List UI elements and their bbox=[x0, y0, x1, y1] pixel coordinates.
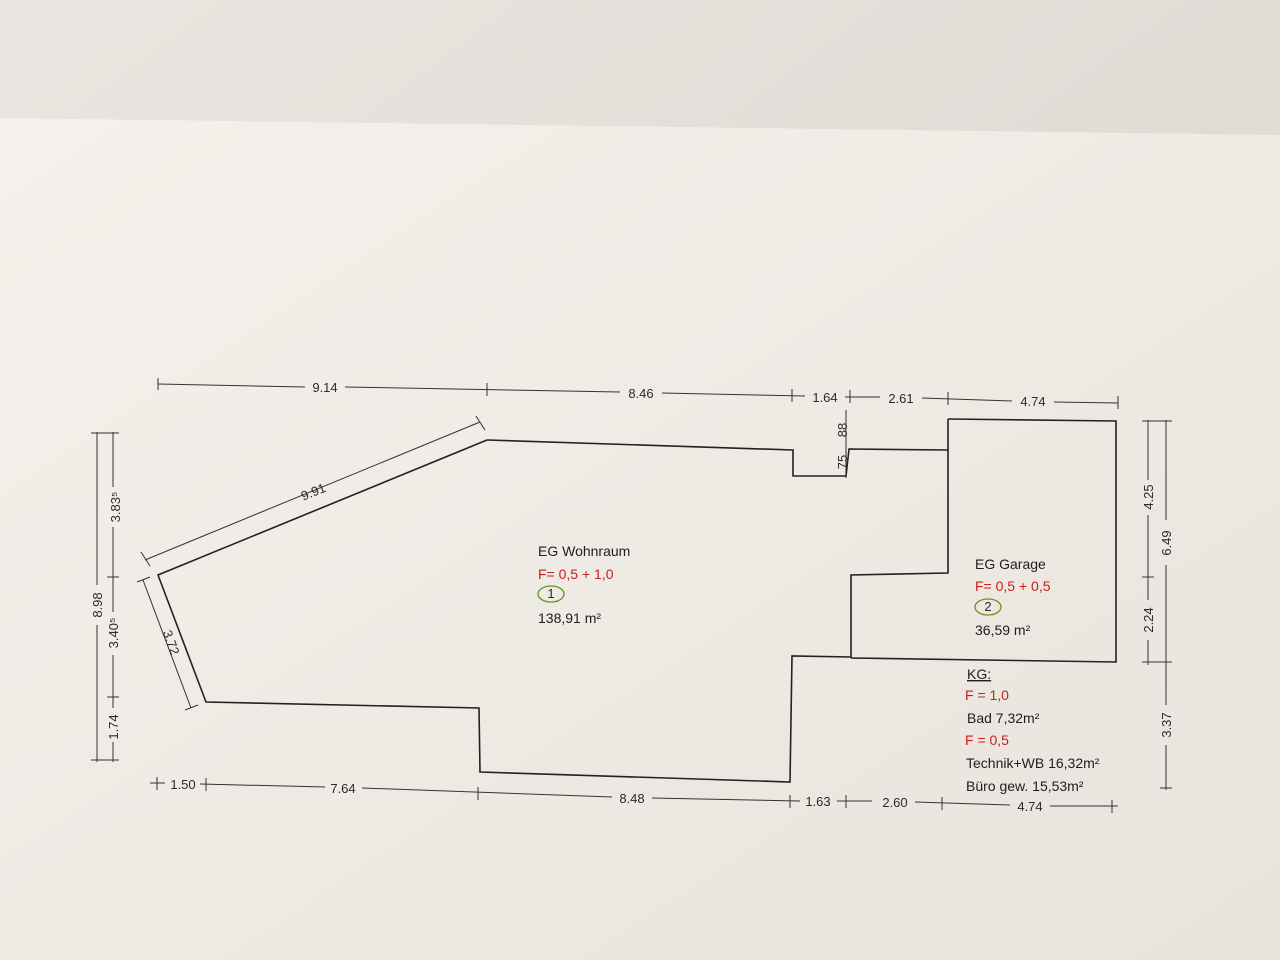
room-number-circle bbox=[537, 585, 565, 603]
dim-top-2: 8.46 bbox=[628, 386, 653, 401]
kg-buero: Büro gew. 15,53m² bbox=[966, 778, 1084, 794]
kg-factor-2: F = 0,5 bbox=[965, 732, 1009, 748]
room-wohnraum-area: 138,91 m² bbox=[538, 610, 601, 626]
dim-bottom-5: 2.60 bbox=[882, 795, 907, 810]
dim-left-3: 1.74 bbox=[106, 714, 121, 739]
step-dimensions: 75 88 bbox=[835, 410, 850, 478]
left-dimension-lines: 3.83⁵ 3.40⁵ 1.74 8.98 bbox=[90, 432, 123, 762]
room-garage-area: 36,59 m² bbox=[975, 622, 1031, 638]
room-wohnraum-number: 1 bbox=[547, 586, 554, 601]
kg-info: KG: F = 1,0 Bad 7,32m² F = 0,5 Technik+W… bbox=[965, 666, 1100, 794]
dim-bottom-3: 8.48 bbox=[619, 791, 644, 806]
dim-left-2: 3.40⁵ bbox=[106, 618, 121, 649]
room-garage-name: EG Garage bbox=[975, 556, 1046, 572]
dim-top-5: 4.74 bbox=[1020, 394, 1045, 409]
room-wohnraum-name: EG Wohnraum bbox=[538, 543, 630, 559]
kg-factor-1: F = 1,0 bbox=[965, 687, 1009, 703]
dim-left-total: 8.98 bbox=[90, 592, 105, 617]
kg-title: KG: bbox=[967, 666, 991, 682]
dim-right-2: 2.24 bbox=[1141, 607, 1156, 632]
kg-bad: Bad 7,32m² bbox=[967, 710, 1040, 726]
dim-right-kg: 3.37 bbox=[1159, 712, 1174, 737]
room-wohnraum: EG Wohnraum F= 0,5 + 1,0 1 138,91 m² bbox=[537, 543, 630, 626]
dim-top-4: 2.61 bbox=[888, 391, 913, 406]
room-number-circle bbox=[974, 598, 1002, 616]
bottom-dimension-line: 1.50 7.64 8.48 1.63 2.60 4.74 bbox=[150, 777, 1118, 814]
dim-diagonal-long: 9.91 bbox=[299, 480, 328, 503]
dim-left-1: 3.83⁵ bbox=[108, 492, 123, 523]
room-garage: EG Garage F= 0,5 + 0,5 2 36,59 m² bbox=[974, 556, 1051, 638]
top-dimension-line: 9.14 8.46 1.64 2.61 4.74 bbox=[157, 378, 1119, 409]
dim-step-88: 88 bbox=[835, 423, 850, 437]
dim-top-1: 9.14 bbox=[312, 380, 337, 395]
dim-bottom-4: 1.63 bbox=[805, 794, 830, 809]
dim-top-3: 1.64 bbox=[812, 390, 837, 405]
dim-right-1: 4.25 bbox=[1141, 484, 1156, 509]
building-outline bbox=[156, 418, 1117, 783]
room-garage-factor: F= 0,5 + 0,5 bbox=[975, 578, 1051, 594]
room-wohnraum-factor: F= 0,5 + 1,0 bbox=[538, 566, 614, 582]
dim-right-total: 6.49 bbox=[1159, 530, 1174, 555]
dim-bottom-2: 7.64 bbox=[330, 781, 355, 796]
dim-step-75: 75 bbox=[835, 455, 850, 469]
dim-bottom-1: 1.50 bbox=[170, 777, 195, 792]
kg-technik: Technik+WB 16,32m² bbox=[966, 755, 1100, 771]
right-dimension-lines: 4.25 2.24 6.49 3.37 bbox=[1141, 420, 1174, 790]
dim-bottom-6: 4.74 bbox=[1017, 799, 1042, 814]
room-garage-number: 2 bbox=[984, 599, 991, 614]
